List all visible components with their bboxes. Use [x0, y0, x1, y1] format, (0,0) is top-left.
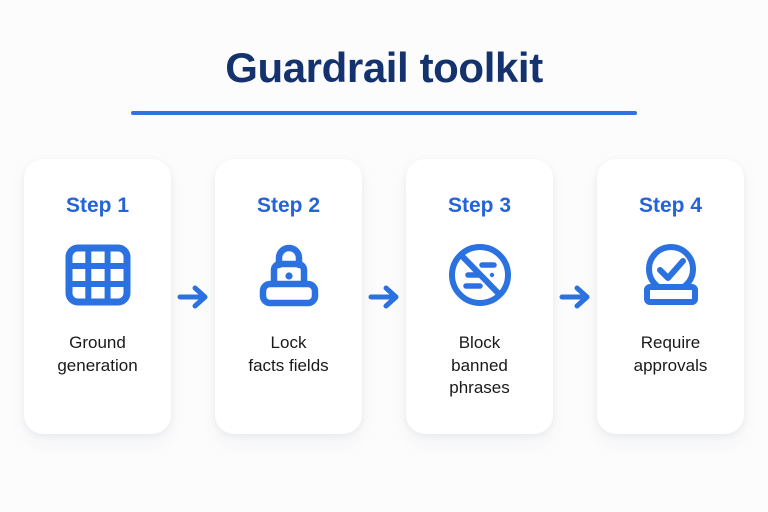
step-text-1: Ground generation — [57, 333, 138, 375]
step-label-1: Step 1 — [65, 194, 130, 218]
step-icon-1-wrap — [65, 240, 131, 310]
arrow-right-icon — [559, 285, 590, 309]
step-text-3: Block banned phrases — [449, 333, 510, 398]
header: Guardrail toolkit — [0, 0, 768, 116]
arrow-right-icon — [177, 285, 208, 309]
no-banned-text-icon — [448, 244, 511, 307]
step-icon-3-wrap — [447, 240, 513, 310]
grid-table-icon — [65, 244, 130, 306]
step-card-1[interactable]: Step 1 Ground generation — [24, 159, 171, 435]
arrow-right-icon — [368, 285, 399, 309]
step-label-4: Step 4 — [638, 194, 703, 218]
check-circle-stand-icon — [643, 244, 698, 306]
step-card-2[interactable]: Step 2 Lock facts fields — [215, 159, 362, 435]
step-card-4[interactable]: Step 4 Require approvals — [597, 159, 744, 435]
step-icon-2-wrap — [255, 240, 323, 310]
step-label-3: Step 3 — [447, 194, 512, 218]
connector-arrow-3 — [553, 159, 597, 434]
step-icon-4-wrap — [636, 240, 706, 310]
connector-arrow-1 — [171, 159, 215, 434]
connector-arrow-2 — [362, 159, 406, 434]
step-card-3[interactable]: Step 3 Block banned phrases — [406, 159, 553, 435]
steps-row: Step 1 Ground generation Step 2 — [24, 159, 744, 435]
title-underline-rule — [131, 111, 637, 116]
step-text-2: Lock facts fields — [248, 333, 329, 375]
lock-icon — [259, 244, 318, 307]
step-text-4: Require approvals — [633, 333, 708, 375]
step-label-2: Step 2 — [256, 194, 321, 218]
page-title: Guardrail toolkit — [225, 44, 543, 91]
